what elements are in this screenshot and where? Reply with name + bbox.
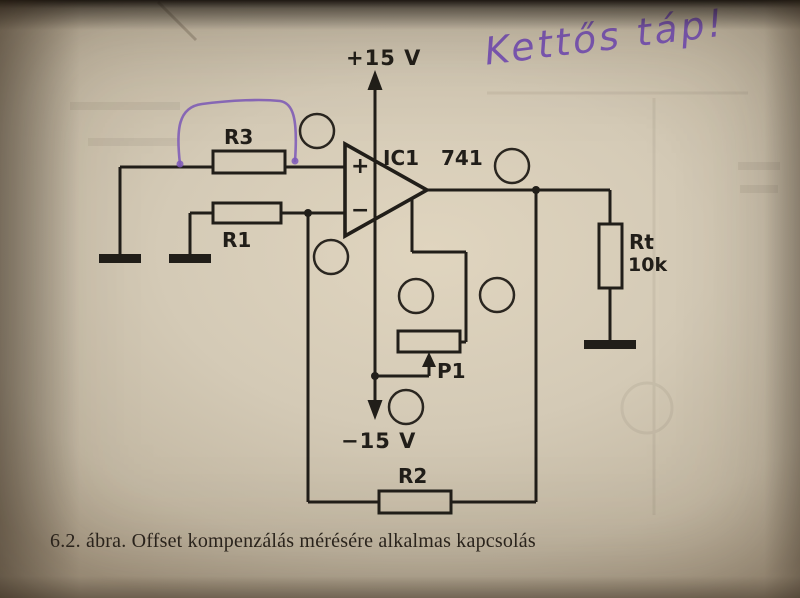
arrow-up-icon xyxy=(367,70,383,90)
page-showthrough xyxy=(70,91,780,515)
label-opamp-designator: IC1 xyxy=(383,146,420,170)
test-point-circle xyxy=(397,277,435,315)
resistor-r2-body xyxy=(377,489,453,515)
handwritten-ink-wire xyxy=(177,98,298,166)
label-supply-negative: −15 V xyxy=(341,429,417,453)
test-point-circle xyxy=(387,388,425,426)
potentiometer-p1-body xyxy=(396,329,462,354)
junction-dot xyxy=(371,372,379,380)
test-point-circle xyxy=(493,147,531,185)
label-r2: R2 xyxy=(398,464,428,488)
ground-symbol xyxy=(169,254,211,263)
page-edge-crease xyxy=(156,0,198,42)
resistor-r1-body xyxy=(211,201,283,225)
label-r3: R3 xyxy=(224,125,254,149)
label-input-minus: − xyxy=(351,198,370,223)
label-rt: Rt xyxy=(629,230,654,254)
label-input-plus: + xyxy=(351,154,370,179)
label-supply-positive: +15 V xyxy=(346,46,422,70)
test-point-circle xyxy=(298,112,336,150)
label-p1: P1 xyxy=(437,359,466,383)
pot-wiper-arrow-icon xyxy=(422,352,436,367)
label-opamp-part: 741 xyxy=(441,146,483,170)
test-point-circle xyxy=(478,276,516,314)
figure-caption: 6.2. ábra. Offset kompenzálás mérésére a… xyxy=(50,530,536,552)
resistor-rt-body xyxy=(597,222,624,290)
label-r1: R1 xyxy=(222,228,252,252)
ink-blob xyxy=(176,160,184,168)
resistor-r3-body xyxy=(211,149,287,175)
arrow-down-icon xyxy=(367,400,383,420)
ground-symbol xyxy=(584,340,636,349)
ink-blob xyxy=(291,157,299,165)
opamp-triangle xyxy=(343,140,431,240)
label-rt-value: 10k xyxy=(628,254,668,276)
ground-symbol xyxy=(99,254,141,263)
test-point-circle xyxy=(312,238,350,276)
